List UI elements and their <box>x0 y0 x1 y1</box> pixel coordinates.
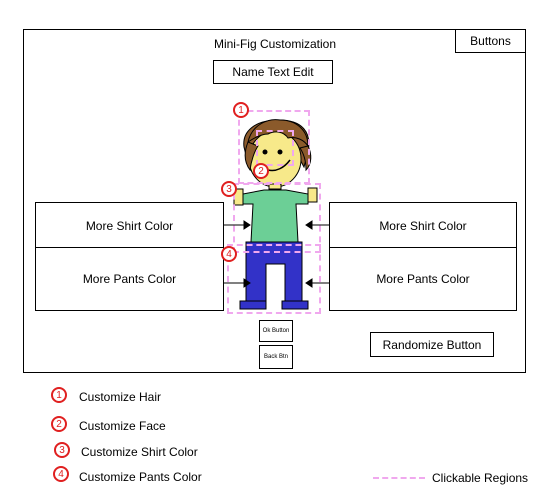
right-foot <box>281 300 309 310</box>
legend-num-2: 2 <box>51 416 67 432</box>
smile <box>267 159 291 172</box>
legend-label-hair: Customize Hair <box>79 390 162 404</box>
legend-num-4: 4 <box>53 466 69 482</box>
ok-button[interactable]: Ok Button <box>259 320 293 342</box>
legend-label-pants: Customize Pants Color <box>79 470 202 484</box>
randomize-button-label: Randomize Button <box>382 337 482 352</box>
marker-shirt: 3 <box>221 181 237 197</box>
legend-num-3: 3 <box>54 442 70 458</box>
back-button-label: Back Btn <box>263 354 288 360</box>
customization-frame <box>23 29 526 373</box>
more-pants-color-left-label: More Pants Color <box>82 272 177 286</box>
more-shirt-color-left[interactable]: More Shirt Color <box>35 202 224 249</box>
more-pants-color-left[interactable]: More Pants Color <box>35 247 224 311</box>
ok-button-label: Ok Button <box>262 328 290 334</box>
name-text-edit-label: Name Text Edit <box>232 65 314 79</box>
buttons-label: Buttons <box>470 34 511 48</box>
hair-top-shape[interactable] <box>247 119 309 148</box>
shirt-shape[interactable] <box>242 189 309 243</box>
more-shirt-color-right-label: More Shirt Color <box>379 218 467 233</box>
more-shirt-color-left-label: More Shirt Color <box>85 218 174 233</box>
legend-label-shirt: Customize Shirt Color <box>81 445 198 459</box>
buttons-box[interactable]: Buttons <box>455 29 526 53</box>
left-pants-arrowhead-icon <box>243 278 251 288</box>
right-pants-arrowhead-icon <box>305 278 313 288</box>
face-clickable-region[interactable] <box>256 130 294 166</box>
more-pants-color-right-label: More Pants Color <box>376 272 470 286</box>
hair-left-tuft[interactable] <box>244 141 259 172</box>
marker-pants: 4 <box>221 246 237 262</box>
more-shirt-color-right[interactable]: More Shirt Color <box>329 202 517 249</box>
randomize-button[interactable]: Randomize Button <box>370 332 494 357</box>
legend-label-face: Customize Face <box>79 419 166 433</box>
left-foot <box>239 300 267 310</box>
marker-face: 2 <box>253 163 269 179</box>
legend-clickable-regions: Clickable Regions <box>432 471 529 485</box>
page-title: Mini-Fig Customization <box>213 37 337 51</box>
more-pants-color-right[interactable]: More Pants Color <box>329 247 517 311</box>
name-text-edit[interactable]: Name Text Edit <box>213 60 333 84</box>
shirt-clickable-region[interactable] <box>233 183 321 253</box>
left-eye <box>262 149 268 155</box>
pants-clickable-region[interactable] <box>227 244 321 314</box>
back-button[interactable]: Back Btn <box>259 345 293 369</box>
right-eye <box>277 149 283 155</box>
clickable-regions-swatch <box>373 477 425 479</box>
marker-hair: 1 <box>233 102 249 118</box>
left-shirt-arrowhead-icon <box>243 220 251 230</box>
legend-num-1: 1 <box>51 387 67 403</box>
right-shirt-arrowhead-icon <box>305 220 313 230</box>
